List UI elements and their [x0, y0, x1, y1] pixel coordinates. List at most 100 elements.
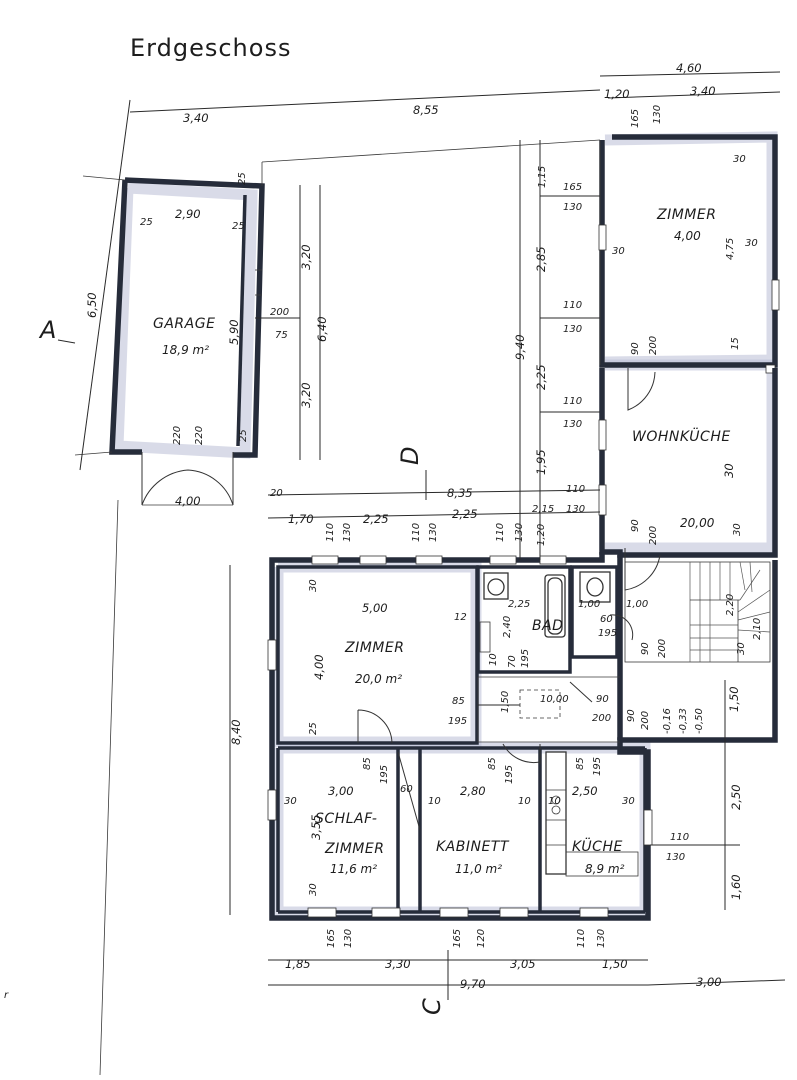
dim-text: 15 — [730, 337, 741, 350]
dim-text: 1,50 — [602, 957, 628, 971]
dim-text: 3,30 — [385, 957, 411, 971]
dim-text: 9,70 — [460, 977, 486, 991]
dim-text: 2,20 — [725, 594, 736, 616]
dim-text: 200 — [648, 526, 659, 545]
dim-text: 1,50 — [500, 691, 511, 713]
dim-text: 25 — [140, 217, 153, 228]
zimmer-main-area: 20,0 m² — [355, 672, 402, 686]
dim-text: 30 — [733, 154, 746, 165]
dim-text: 90 — [596, 694, 609, 705]
kabinett-area: 11,0 m² — [455, 862, 502, 876]
dim-text: 85 — [362, 757, 373, 770]
dim-text: 25 — [232, 221, 245, 232]
dim-text: 75 — [275, 330, 288, 341]
dim-text: 165 — [452, 929, 463, 948]
fixtures — [479, 571, 639, 877]
dim-text: 2,25 — [508, 599, 530, 610]
dim-text: 1,95 — [534, 449, 548, 475]
dim-text: 25 — [238, 429, 249, 442]
dim-text: 195 — [504, 765, 515, 784]
dim-text: 110 — [670, 832, 689, 843]
dim-text: 90 — [626, 709, 637, 722]
dim-text: 9,40 — [513, 334, 527, 360]
dim-text: 220 — [172, 426, 183, 445]
dim-text: 2,15 — [532, 504, 554, 515]
dim-text: 30 — [622, 796, 635, 807]
dim-text: 200 — [270, 307, 289, 318]
dim-text: 130 — [566, 504, 585, 515]
dim-text: 200 — [657, 639, 668, 658]
dim-text: 6,50 — [85, 292, 99, 318]
kabinett-label: KABINETT — [436, 839, 510, 855]
dim-text: 130 — [666, 852, 685, 863]
dim-text: 195 — [520, 649, 531, 668]
dimension-labels-garage: 2,90 25 25 6,50 5,90 3,20 3,20 6,40 200 … — [85, 172, 329, 508]
dim-text: 2,50 — [729, 784, 743, 810]
dim-text: 200 — [640, 711, 651, 730]
dim-text: 1,00 — [578, 599, 600, 610]
walls — [74, 134, 780, 921]
dim-text: 3,05 — [510, 957, 536, 971]
dim-text: 30 — [308, 579, 319, 592]
dimension-labels-main: 5,00 12 30 4,00 25 85 195 8,40 2,25 2,40… — [229, 579, 763, 745]
dim-text: 2,25 — [363, 512, 389, 526]
dim-text: 195 — [448, 716, 467, 727]
dim-text: 110 — [566, 484, 585, 495]
dimension-labels-middle: 20 8,35 1,70 110 130 2,25 110 130 2,25 1… — [270, 484, 585, 546]
dim-text: 110 — [576, 929, 587, 948]
schlafzimmer-label-2: ZIMMER — [324, 841, 384, 857]
schlafzimmer-area: 11,6 m² — [330, 862, 377, 876]
dim-text: 130 — [563, 202, 582, 213]
schlafzimmer-label-1: SCHLAF- — [315, 811, 377, 827]
dimension-labels-right-upper: 1,15 165 130 2,85 110 130 9,40 2,25 110 … — [513, 154, 758, 545]
section-markers: A D C — [38, 316, 449, 1015]
dim-text: 30 — [308, 883, 319, 896]
dim-text: 130 — [563, 419, 582, 430]
dim-text: 25 — [308, 722, 319, 735]
dim-text: 8,55 — [413, 103, 439, 117]
wall-shading — [112, 131, 778, 918]
dim-text: 165 — [326, 929, 337, 948]
dim-text: 130 — [514, 523, 525, 542]
dim-text: -0,16 — [662, 708, 673, 734]
dim-text: 1,20 — [604, 87, 630, 101]
dim-text: 110 — [495, 523, 506, 542]
dim-text: 110 — [563, 396, 582, 407]
dim-text: 2,85 — [534, 246, 548, 272]
dim-text: 8,35 — [447, 486, 473, 500]
dim-text: 130 — [652, 105, 663, 124]
dim-text: 1,15 — [537, 166, 548, 188]
garage-area: 18,9 m² — [162, 343, 209, 357]
dim-text: 3,20 — [299, 382, 313, 408]
dim-text: 195 — [598, 628, 617, 639]
dim-text: 4,60 — [676, 61, 702, 75]
dim-text: 30 — [612, 246, 625, 257]
kueche-area: 8,9 m² — [585, 862, 625, 876]
dim-text: 3,20 — [299, 244, 313, 270]
dim-text: 195 — [592, 757, 603, 776]
dim-text: 165 — [563, 182, 582, 193]
dim-text: 110 — [563, 300, 582, 311]
dim-text: 85 — [452, 696, 465, 707]
dim-text: 10 — [428, 796, 441, 807]
dim-text: 120 — [476, 929, 487, 948]
dim-text: 2,10 — [752, 618, 763, 640]
dim-text: 30 — [745, 238, 758, 249]
dim-text: 25 — [237, 172, 248, 185]
dim-text: 200 — [648, 336, 659, 355]
kitchen-counter — [545, 751, 567, 875]
margin-note: r — [4, 990, 9, 1001]
dim-text: 90 — [630, 342, 641, 355]
dim-text: 2,40 — [502, 616, 513, 638]
dimension-labels-lower: 3,00 85 195 60 2,80 10 10 85 195 85 195 … — [284, 757, 743, 900]
dim-text: 30 — [732, 523, 743, 536]
dim-text: 130 — [428, 523, 439, 542]
garage-inner-wall — [236, 194, 247, 447]
dim-text: 10 — [518, 796, 531, 807]
dim-text: 30 — [284, 796, 297, 807]
doors — [141, 368, 661, 831]
dim-text: 130 — [343, 929, 354, 948]
dim-text: 60 — [400, 784, 413, 795]
dim-text: 5,00 — [362, 601, 388, 615]
